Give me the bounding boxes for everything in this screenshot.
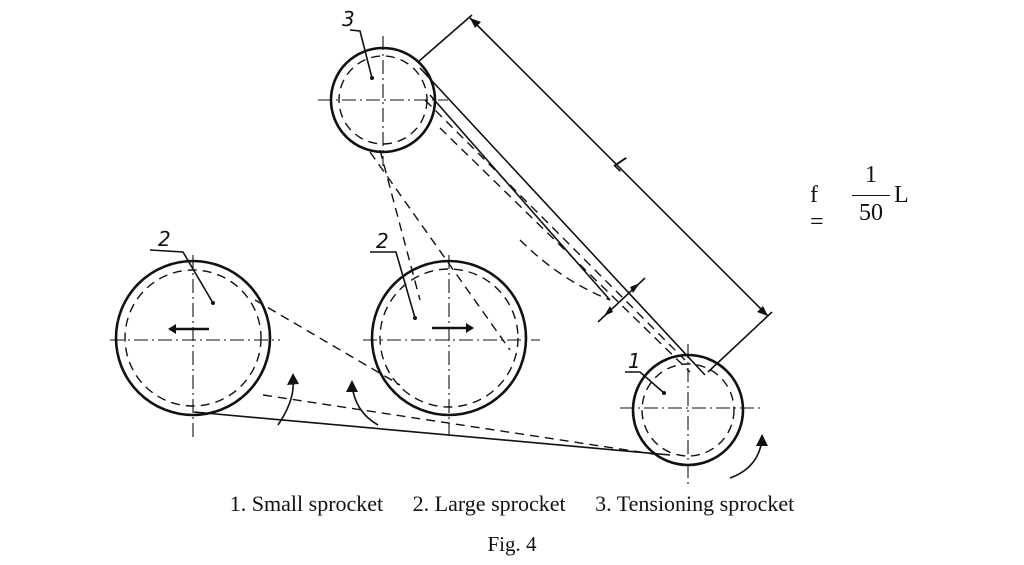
formula-numerator: 1 (865, 162, 877, 188)
tensioning-sprocket (318, 29, 448, 166)
large-sprocket-left (110, 249, 280, 438)
sag-dimension (597, 277, 646, 323)
label-distance: L (609, 152, 634, 177)
label-tensioner: 3 (342, 7, 355, 31)
label-large-left: 2 (158, 227, 171, 251)
formula-denominator: 50 (859, 200, 883, 226)
figure-caption: Fig. 4 (487, 532, 537, 556)
chain-solid-lines (193, 67, 706, 456)
chain-dashed-lines (254, 99, 691, 456)
rotation-arrows (277, 373, 768, 479)
legend-item-small: 1. Small sprocket (229, 491, 384, 516)
legend-item-large: 2. Large sprocket (412, 491, 566, 516)
formula-lhs: f = (810, 182, 824, 235)
legend-item-tensioning: 3. Tensioning sprocket (595, 491, 795, 516)
large-sprocket-middle (363, 251, 540, 435)
small-sprocket (620, 344, 760, 485)
legend: 1. Small sprocket 2. Large sprocket 3. T… (0, 491, 1024, 517)
dimension-L (417, 14, 773, 373)
label-small: 1 (628, 349, 641, 373)
formula-fraction-bar (852, 195, 890, 196)
formula-rhs: L (894, 182, 909, 208)
label-large-middle: 2 (376, 229, 389, 253)
